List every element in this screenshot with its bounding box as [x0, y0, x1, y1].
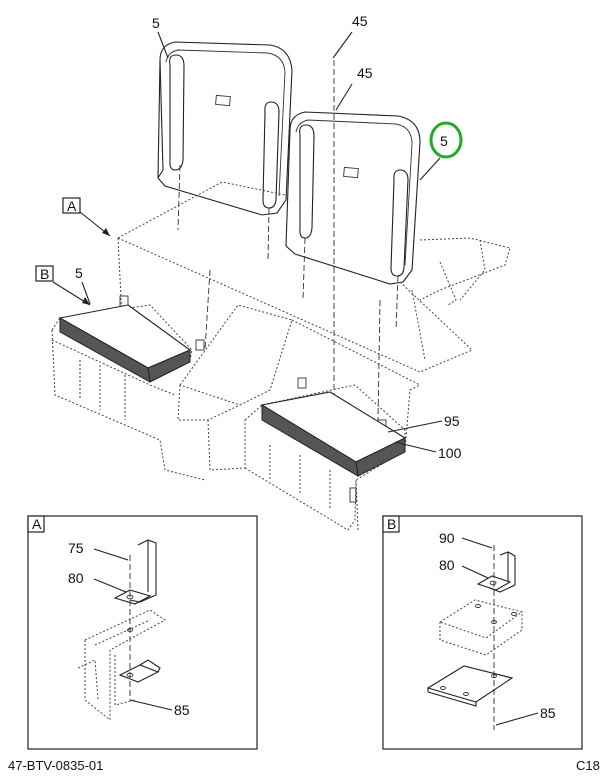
- view-a-marker-box[interactable]: [62, 197, 81, 214]
- detail-a-label-75: 75: [68, 540, 84, 556]
- seatback-left[interactable]: [157, 41, 293, 216]
- detail-b-panel: B 90 80 85: [382, 515, 583, 750]
- sheet-number: C18: [576, 758, 600, 773]
- callout-seatback-right: 5: [440, 133, 448, 149]
- seat-cushion-right[interactable]: [260, 391, 407, 477]
- detail-a-label-80: 80: [68, 570, 84, 586]
- view-b-marker: B: [40, 266, 49, 282]
- detail-b-label-80: 80: [439, 557, 455, 573]
- detail-a-label-85: 85: [174, 702, 190, 718]
- detail-a-title: A: [32, 516, 42, 532]
- detail-a-panel: A 75 80 85: [27, 515, 258, 750]
- riser-frame: [51, 181, 511, 531]
- view-a-marker: A: [67, 198, 77, 214]
- callout-pin-mid: 45: [357, 65, 373, 81]
- highlight-ring: [429, 121, 463, 159]
- callout-seat-cushion-left: 5: [75, 265, 83, 281]
- drawing-number: 47-BTV-0835-01: [8, 758, 104, 773]
- callout-pin-top: 45: [352, 13, 368, 29]
- seatback-right[interactable]: [285, 111, 421, 285]
- view-b-marker-box[interactable]: [35, 265, 54, 282]
- detail-b-title: B: [387, 516, 396, 532]
- seat-cushion-left[interactable]: [58, 304, 192, 383]
- callout-part-100: 100: [438, 445, 462, 461]
- callout-seatback-left: 5: [152, 15, 160, 31]
- detail-b-label-90: 90: [439, 530, 455, 546]
- callout-part-95: 95: [444, 413, 460, 429]
- detail-b-label-85: 85: [540, 705, 556, 721]
